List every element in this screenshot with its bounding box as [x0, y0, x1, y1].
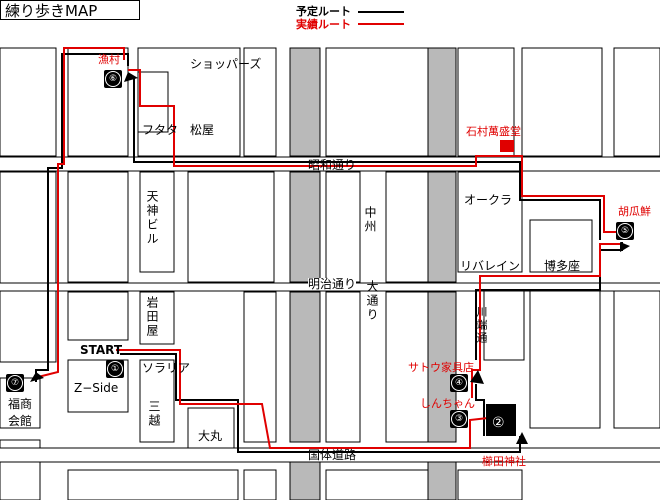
- legend-actual-label: 実績ルート: [296, 18, 351, 31]
- block: [0, 171, 57, 363]
- street-showa: [0, 157, 660, 171]
- river: [427, 47, 457, 157]
- river: [289, 47, 321, 157]
- arrow-head: [516, 432, 528, 444]
- block: [67, 171, 129, 283]
- actual-route: [116, 349, 489, 449]
- block: [0, 47, 57, 157]
- building-shopbars: ショッパーズ: [190, 57, 262, 71]
- block: [243, 47, 277, 157]
- street-kokutai-label: 国体道路: [308, 448, 357, 462]
- stop-number: ③: [451, 411, 467, 427]
- block: [325, 291, 361, 443]
- building-iwataya: 岩田屋: [145, 296, 159, 338]
- block: [67, 291, 129, 341]
- river: [427, 171, 457, 283]
- block-hakataza: [529, 219, 593, 273]
- route-arrows: [30, 72, 630, 444]
- arrow-head: [620, 242, 630, 252]
- stop-marker-3[interactable]: ③: [450, 410, 468, 428]
- stop-marker-6[interactable]: ⑥: [104, 70, 122, 88]
- building-matsuya: 松屋: [190, 123, 215, 137]
- stop-marker-5[interactable]: ⑤: [616, 222, 634, 240]
- block-solaria: [139, 359, 175, 443]
- river: [289, 171, 321, 283]
- river: [289, 291, 321, 443]
- block: [243, 291, 277, 443]
- block-futata: [137, 71, 169, 133]
- block-okura: [457, 171, 523, 273]
- block: [385, 291, 429, 443]
- river-strips: [289, 47, 457, 500]
- block: [325, 469, 429, 500]
- planned-route: [120, 353, 521, 453]
- street-chushu-label: 中州: [363, 206, 377, 234]
- stop-4-name: サトウ家具店: [408, 361, 474, 374]
- building-mitsukoshi: 三越: [147, 400, 161, 428]
- block: [457, 469, 523, 500]
- block: [613, 47, 660, 157]
- block: [243, 469, 277, 500]
- block: [325, 171, 361, 283]
- building-hakataza: 博多座: [544, 259, 581, 273]
- river: [427, 291, 457, 443]
- block: [67, 469, 239, 500]
- start-label: START: [80, 343, 123, 357]
- building-fukusho-kaikan: 福商会館: [8, 397, 33, 428]
- stop-number: ⑦: [7, 375, 23, 391]
- block: [385, 171, 429, 283]
- block: [457, 47, 515, 157]
- street-ohtoori-label: 大通り: [365, 280, 379, 322]
- stop-6-name: 漁村: [98, 53, 120, 66]
- street-meiji-label: 明治通り: [308, 277, 357, 291]
- stop-marker-7[interactable]: ⑦: [6, 374, 24, 392]
- river: [289, 461, 321, 500]
- stop-number: ⑤: [617, 223, 633, 239]
- building-futata: フタタ: [142, 123, 179, 137]
- arrow-head: [124, 72, 138, 82]
- stop-number: ④: [451, 375, 467, 391]
- building-solaria: ソラリア: [142, 361, 191, 375]
- map-title: 練り歩きMAP: [0, 0, 140, 20]
- stop-5-name: 胡瓜鮮: [618, 205, 651, 218]
- stop-marker-2-number[interactable]: ②: [492, 415, 505, 431]
- kushida-shrine-block: [486, 404, 516, 436]
- block: [613, 287, 660, 429]
- stop-number: ⑥: [105, 71, 121, 87]
- block-tenjin: [139, 171, 175, 273]
- street-showa-label: 昭和通り: [308, 158, 357, 172]
- arrow-head: [470, 370, 484, 384]
- stop-number: ①: [107, 361, 123, 377]
- block: [325, 47, 429, 157]
- stop-2-name: 櫛田神社: [482, 455, 526, 468]
- block: [521, 47, 603, 157]
- building-daimaru: 大丸: [198, 429, 223, 443]
- block: [187, 171, 275, 283]
- building-tenjin-bldg: 天神ビル: [145, 190, 159, 246]
- block: [67, 47, 129, 157]
- arrow-head: [30, 372, 44, 382]
- river: [427, 461, 457, 500]
- block: [483, 287, 525, 361]
- building-z-side: Z−Side: [74, 381, 119, 395]
- building-okura: オークラ: [464, 193, 513, 207]
- block: [529, 287, 601, 429]
- block-iwataya: [139, 291, 175, 345]
- building-riverain: リバレイン: [460, 259, 521, 273]
- stop-marker-1[interactable]: ①: [106, 360, 124, 378]
- ishimura-marker: [500, 140, 514, 152]
- block-daimaru: [187, 407, 235, 449]
- landmark-ishimura: 石村萬盛堂: [466, 125, 521, 138]
- stop-marker-4[interactable]: ④: [450, 374, 468, 392]
- legend-planned-label: 予定ルート: [296, 5, 351, 18]
- street-kawabata-label: 川端通: [475, 306, 488, 345]
- city-blocks: [0, 47, 660, 500]
- stop-3-name: しんちゃん: [420, 397, 475, 410]
